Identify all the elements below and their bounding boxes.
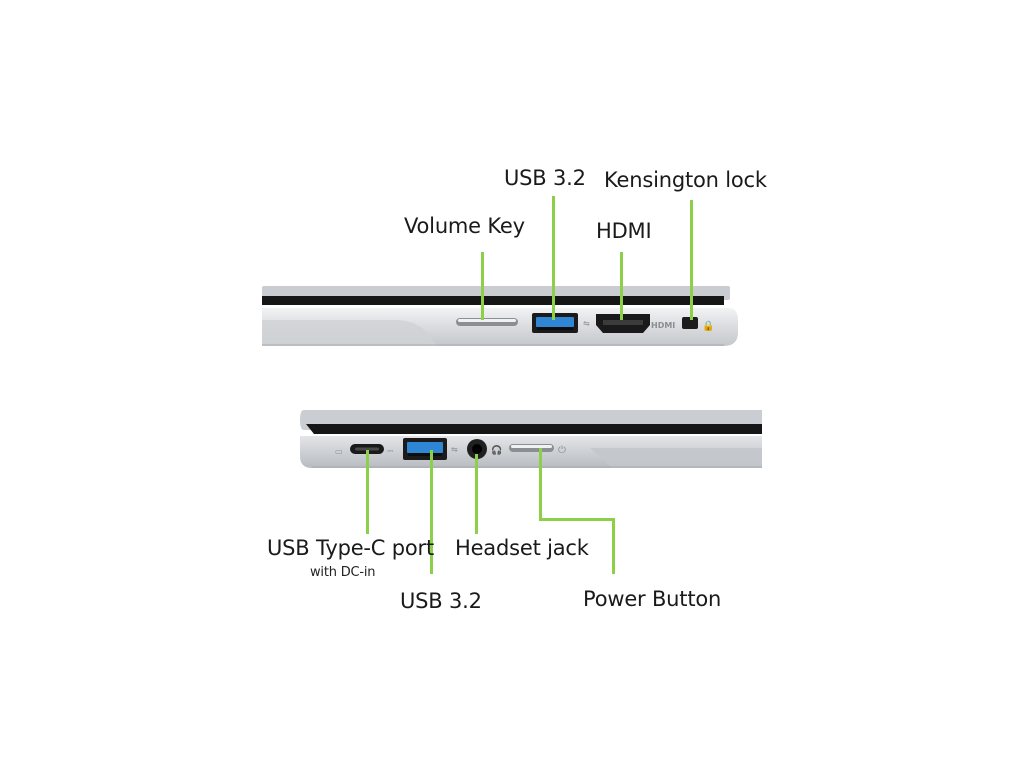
lid-black-bezel-left xyxy=(306,424,762,434)
leader-power-horizontal xyxy=(539,518,615,521)
label-headset-jack: Headset jack xyxy=(455,536,589,560)
battery-icon: ▭ xyxy=(335,447,343,456)
label-usb-type-c-sub: with DC-in xyxy=(310,565,376,580)
headset-icon: 🎧 xyxy=(491,444,502,456)
usb-icon: ⇋ xyxy=(583,319,590,328)
usb-icon-left: ⇋ xyxy=(451,445,458,454)
right-side-view: ⇋ HDMI 🔒 xyxy=(262,286,738,346)
leader-volume-key xyxy=(481,252,484,320)
label-kensington-lock: Kensington lock xyxy=(604,168,767,192)
dc-icon: ⎓ xyxy=(387,446,394,455)
leader-usb-right xyxy=(552,196,555,320)
label-hdmi: HDMI xyxy=(596,219,652,243)
left-side-view: ▭ ⎓ ⇋ 🎧 ⏻ xyxy=(300,410,762,468)
leader-hdmi xyxy=(620,252,623,320)
leader-kensington xyxy=(690,200,693,320)
leader-power-vertical-2 xyxy=(612,518,615,574)
label-power-button: Power Button xyxy=(583,587,722,611)
leader-power-vertical-1 xyxy=(539,448,542,520)
label-usb-type-c: USB Type-C port xyxy=(267,536,434,560)
lock-icon: 🔒 xyxy=(702,320,714,332)
kensington-lock-slot xyxy=(682,317,698,329)
lid-black-bezel xyxy=(262,296,724,305)
label-usb-left: USB 3.2 xyxy=(400,589,482,613)
hdmi-logo: HDMI xyxy=(651,321,675,330)
leader-usb-left xyxy=(430,450,433,574)
leader-headset xyxy=(475,454,478,534)
label-usb-right: USB 3.2 xyxy=(504,166,586,190)
label-volume-key: Volume Key xyxy=(404,214,525,238)
power-icon: ⏻ xyxy=(558,445,566,456)
leader-usb-c xyxy=(366,450,369,534)
chassis-bevel xyxy=(262,320,438,346)
